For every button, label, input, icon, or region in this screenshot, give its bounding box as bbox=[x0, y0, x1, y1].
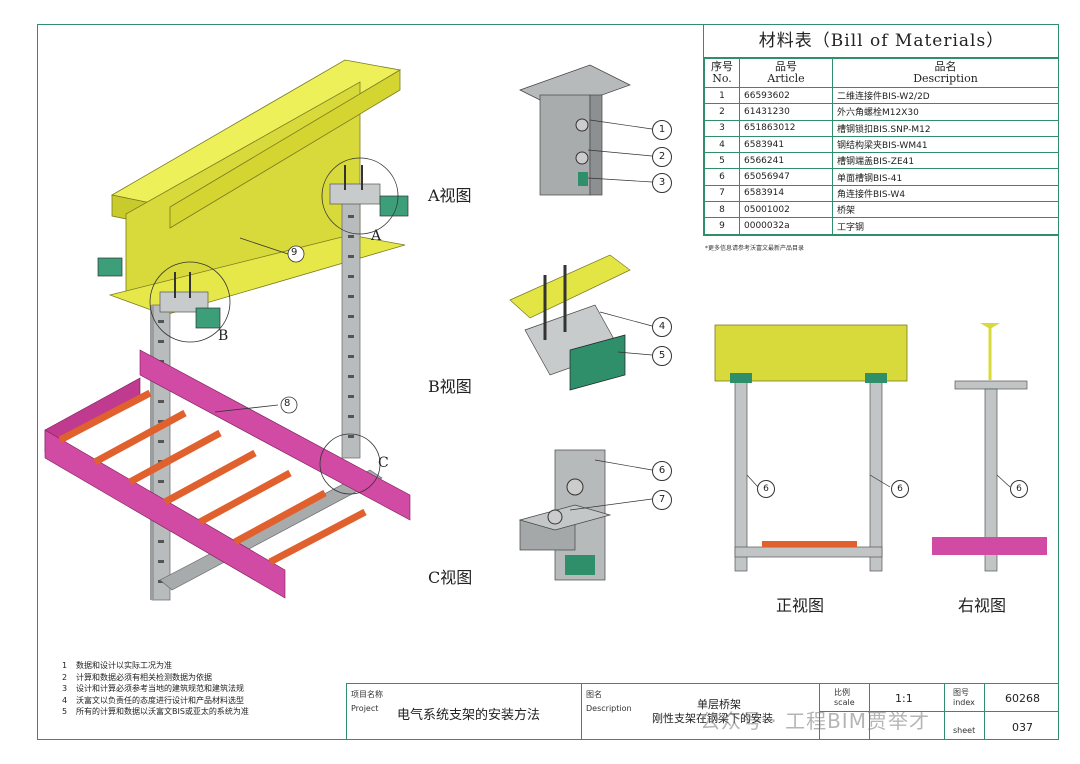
callout-5: 5 bbox=[652, 346, 672, 366]
main-isometric-drawing bbox=[44, 59, 411, 601]
header-article-en: Article bbox=[767, 72, 805, 85]
description-cell: 图名 Description 单层桥架 刚性支架在钢梁下的安装 bbox=[582, 684, 820, 739]
project-value: 电气系统支架的安装方法 bbox=[397, 708, 541, 723]
callout-8 bbox=[280, 396, 298, 414]
right-view-callout: 6 bbox=[1010, 480, 1028, 498]
scale-value: 1:1 bbox=[895, 692, 913, 705]
front-view bbox=[714, 324, 908, 572]
header-desc-en: Description bbox=[913, 72, 978, 85]
detail-views bbox=[509, 64, 653, 581]
project-label-en: Project bbox=[351, 704, 379, 713]
index-value: 60268 bbox=[1005, 692, 1040, 705]
scale-label-en: scale bbox=[834, 698, 855, 707]
detail-b-clamp bbox=[509, 254, 631, 391]
front-view-callout-left: 6 bbox=[757, 480, 775, 498]
drawing-frame bbox=[37, 24, 1059, 740]
project-label-cn: 项目名称 bbox=[351, 690, 383, 699]
front-view-label: 正视图 bbox=[776, 596, 825, 615]
circle-c-label: C bbox=[378, 455, 389, 471]
sheet-value: 037 bbox=[1012, 721, 1033, 734]
project-cell: 项目名称 Project 电气系统支架的安装方法 bbox=[347, 684, 582, 739]
header-no-en: No. bbox=[712, 72, 732, 85]
scale-label-cn: 比例 bbox=[834, 688, 850, 697]
description-value-1: 单层桥架 bbox=[697, 698, 741, 711]
i-beam bbox=[108, 59, 406, 316]
beam-clamp-a bbox=[329, 165, 409, 217]
right-view bbox=[932, 323, 1047, 572]
detail-circle-a bbox=[321, 157, 399, 235]
orthographic-views bbox=[714, 323, 1047, 572]
bom-note: *更多信息请参考沃富文最新产品目录 bbox=[705, 245, 805, 252]
sheet-label-en: sheet bbox=[953, 726, 976, 735]
title-block: 项目名称 Project 电气系统支架的安装方法 图名 Description … bbox=[346, 683, 1058, 739]
bom-title: 材料表（Bill of Materials） bbox=[704, 25, 1059, 58]
callout-3: 3 bbox=[652, 173, 672, 193]
index-label-cn: 图号 bbox=[953, 688, 969, 697]
right-view-label: 右视图 bbox=[958, 596, 1007, 615]
title-block-divider bbox=[820, 711, 1058, 712]
cable-tray bbox=[44, 349, 411, 599]
index-value-cell: 60268 037 bbox=[985, 684, 1058, 739]
callout-6: 6 bbox=[652, 461, 672, 481]
watermark: 公众号 · 工程BIM贾举才 bbox=[700, 709, 930, 733]
description-label-en: Description bbox=[586, 704, 632, 713]
view-label-c: C视图 bbox=[428, 568, 473, 587]
callout-9-label: 9 bbox=[291, 247, 298, 258]
description-label-cn: 图名 bbox=[586, 690, 602, 699]
detail-c-connector bbox=[518, 449, 612, 581]
detail-a-connector bbox=[519, 64, 631, 196]
description-value-2: 刚性支架在钢梁下的安装 bbox=[652, 712, 773, 725]
callout-4: 4 bbox=[652, 317, 672, 337]
header-article-cn: 品号 bbox=[775, 60, 797, 73]
index-label-en: index bbox=[953, 698, 975, 707]
beam-clamp-b bbox=[97, 257, 221, 329]
circle-a-label: A bbox=[371, 228, 382, 244]
circle-b-label: B bbox=[218, 328, 229, 344]
callout-2: 2 bbox=[652, 147, 672, 167]
callout-8-label: 8 bbox=[284, 398, 291, 409]
callout-7: 7 bbox=[652, 490, 672, 510]
detail-circle-c bbox=[319, 433, 381, 495]
view-label-b: B视图 bbox=[428, 377, 472, 396]
callout-1: 1 bbox=[652, 120, 672, 140]
right-channel bbox=[341, 197, 361, 459]
detail-circle-b bbox=[149, 261, 231, 343]
header-desc-cn: 品名 bbox=[934, 60, 957, 73]
front-view-callout-right: 6 bbox=[891, 480, 909, 498]
left-channel bbox=[150, 304, 171, 601]
callout-9 bbox=[287, 245, 305, 263]
header-no-cn: 序号 bbox=[711, 60, 733, 73]
view-label-a: A视图 bbox=[428, 186, 472, 205]
